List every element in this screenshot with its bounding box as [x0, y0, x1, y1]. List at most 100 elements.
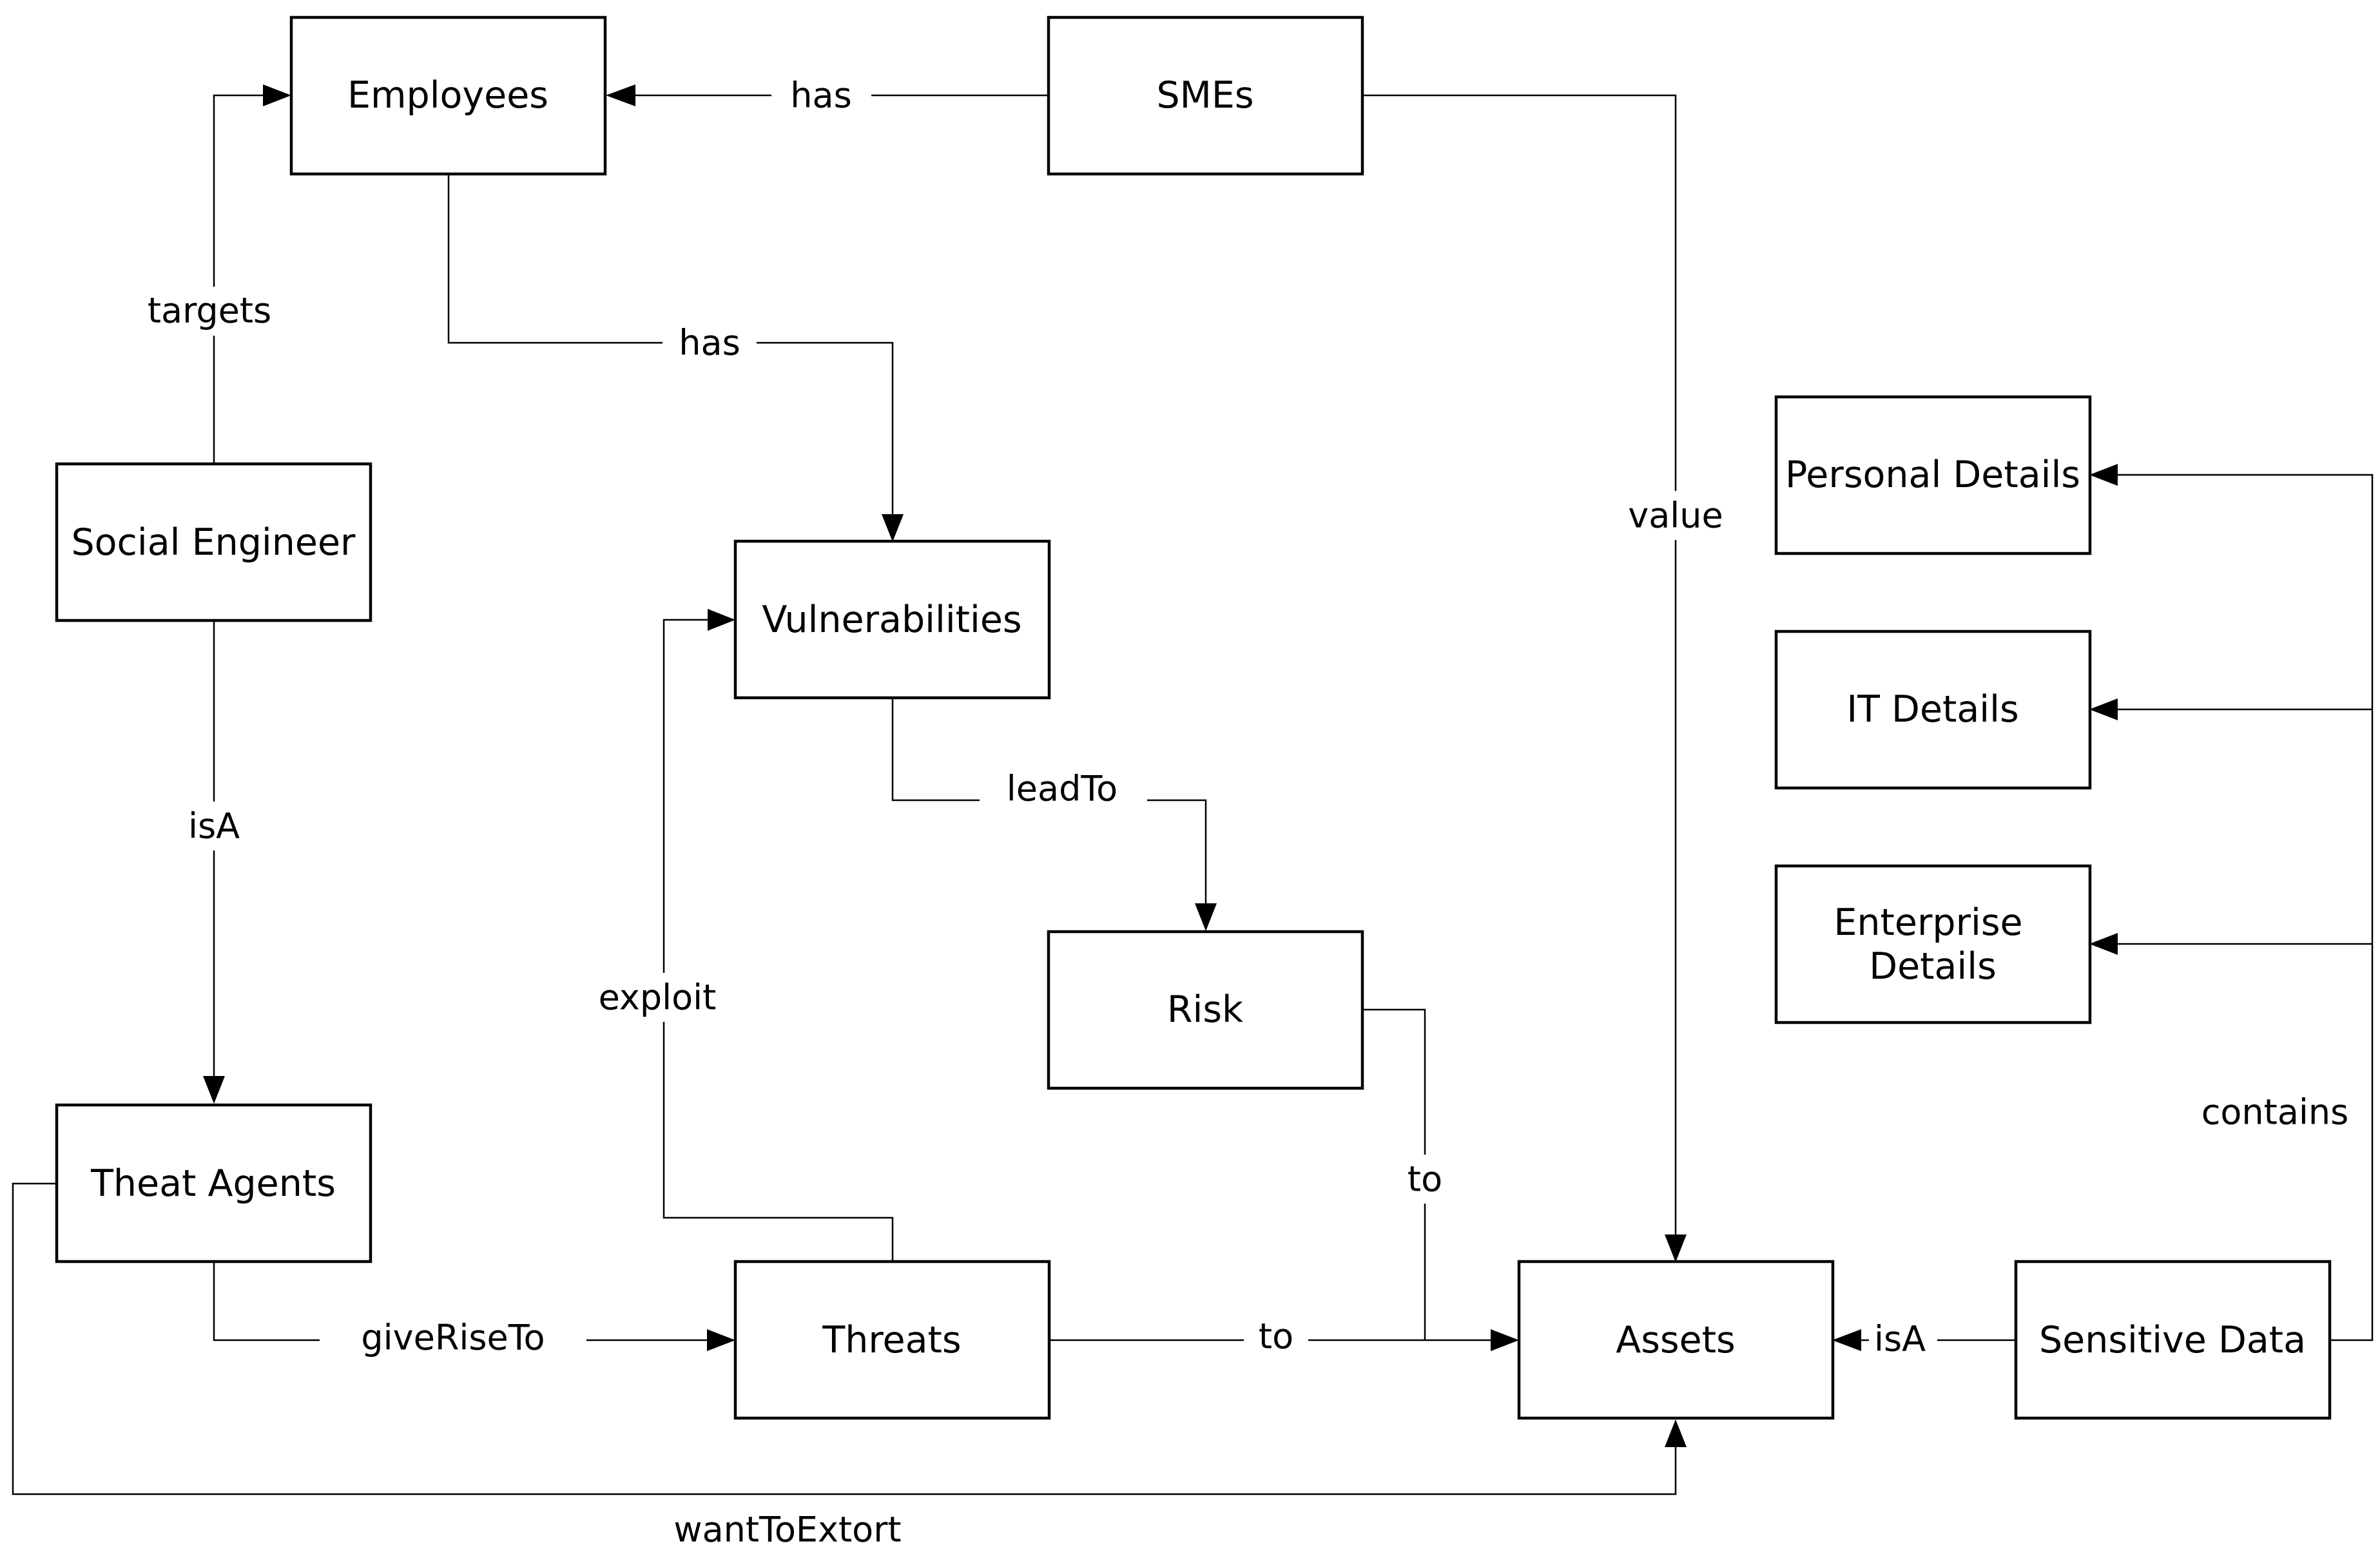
arrowhead-down [1665, 1234, 1687, 1262]
node-employees: Employees [289, 15, 607, 176]
edge-label-text: exploit [599, 977, 717, 1018]
node-label: Social Engineer [72, 521, 356, 564]
edge-sensitive-data-contains-details [2089, 464, 2374, 1341]
edge-label-background [583, 973, 744, 1022]
edge-line [1364, 94, 1677, 1234]
node-box [55, 1103, 372, 1263]
node-box [289, 15, 607, 176]
edge-label-text: value [1628, 495, 1723, 536]
node-enterprise-details: Enterprise Details [1774, 864, 2092, 1024]
node-label: Theat Agents [90, 1162, 336, 1205]
node-vulnerabilities: Vulnerabilities [733, 539, 1051, 700]
edge-label-text: to [1408, 1159, 1442, 1200]
arrowhead-down [1195, 903, 1217, 931]
arrowhead-left [2089, 933, 2118, 955]
edge-label-social-engineer-targets-employees: targets [137, 287, 291, 336]
edge-label-risk-to-assets: to [1393, 1155, 1458, 1204]
edge-label-sensitive-data-isa-assets: isA [1869, 1316, 1937, 1365]
node-box [733, 539, 1051, 700]
edge-label-background [644, 1506, 928, 1553]
edge-label-sensitive-data-contains-details: contains [2201, 1092, 2349, 1133]
edge-line [12, 1182, 1677, 1495]
edge-label-background [663, 319, 757, 368]
node-personal-details: Personal Details [1774, 395, 2092, 555]
node-label: Threats [822, 1319, 961, 1361]
node-label: Personal Details [1785, 454, 2080, 496]
arrowhead-left [1832, 1329, 1861, 1351]
node-smes: SMEs [1047, 15, 1364, 176]
arrowhead-left [606, 84, 635, 106]
node-threat-agents: Theat Agents [55, 1103, 372, 1263]
arrowhead-right [708, 609, 735, 631]
edge-label-background [771, 71, 871, 120]
node-box [1774, 864, 2092, 1024]
node-risk: Risk [1047, 930, 1364, 1090]
edge-label-smes-has-employees: has [771, 71, 871, 120]
edge-label-text: has [679, 323, 740, 363]
edge-label-text: giveRiseTo [361, 1318, 545, 1358]
node-label: SMEs [1156, 74, 1253, 117]
edge-label-background [320, 1314, 586, 1366]
node-box [1047, 15, 1364, 176]
edge-label-text: targets [148, 291, 271, 331]
edge-label-text: leadTo [1007, 769, 1117, 809]
node-label: Employees [347, 74, 548, 117]
edge-label-background [1592, 491, 1759, 540]
arrowhead-down [203, 1076, 225, 1104]
node-social-engineer: Social Engineer [55, 462, 372, 622]
node-box [1774, 395, 2092, 555]
node-label: Sensitive Data [2039, 1319, 2306, 1361]
edge-label-smes-value-assets: value [1592, 491, 1759, 540]
edge-label-text: isA [188, 806, 240, 847]
edge-label-background [169, 802, 259, 850]
edge-social-engineer-isa-threat-agents [203, 620, 225, 1104]
node-label: IT Details [1846, 688, 2018, 731]
node-assets: Assets [1517, 1260, 1835, 1420]
edge-label-employees-has-vulnerabilities: has [663, 319, 757, 368]
arrowhead-right [263, 84, 291, 106]
arrowhead-left [2089, 698, 2118, 720]
edge-label-text: wantToExtort [673, 1510, 901, 1550]
edge-threat-agents-wanttoextort-assets [12, 1182, 1687, 1495]
arrowhead-right [707, 1329, 735, 1351]
node-label-line-1: Enterprise [1833, 901, 2022, 944]
arrowhead-up [1665, 1419, 1687, 1447]
node-box [2014, 1260, 2332, 1420]
node-threats: Threats [733, 1260, 1051, 1420]
edge-threats-exploit-vulnerabilities [663, 609, 894, 1262]
edge-label-background [1393, 1155, 1458, 1204]
edge-smes-value-assets [1364, 94, 1687, 1262]
edge-label-background [1869, 1316, 1937, 1365]
node-box [1517, 1260, 1835, 1420]
edge-label-vulnerabilities-leadto-risk: leadTo [980, 769, 1147, 826]
node-box [1047, 930, 1364, 1090]
node-box [1774, 629, 2092, 790]
edge-label-background [137, 287, 291, 336]
node-sensitive-data: Sensitive Data [2014, 1260, 2332, 1420]
node-box [55, 462, 372, 622]
edge-risk-to-assets [1362, 1008, 1426, 1340]
edge-line [1362, 1008, 1426, 1340]
edge-label-text: to [1259, 1316, 1293, 1357]
arrowhead-down [882, 514, 904, 542]
edge-label-threats-to-assets: to [1244, 1312, 1308, 1363]
edge-label-text: contains [2201, 1092, 2349, 1133]
edge-label-background [1244, 1312, 1308, 1363]
edge-line [663, 619, 894, 1262]
node-label: Assets [1616, 1319, 1736, 1361]
edge-label-threat-agents-wanttoextort-assets: wantToExtort [644, 1506, 928, 1553]
edge-social-engineer-targets-employees [213, 84, 291, 463]
edge-label-background [980, 777, 1147, 826]
edge-line [2118, 474, 2374, 1341]
edge-label-text: isA [1874, 1319, 1926, 1359]
edge-label-threats-exploit-vulnerabilities: exploit [583, 973, 744, 1022]
node-label: Risk [1167, 988, 1243, 1031]
edge-label-text: has [790, 75, 851, 116]
edge-label-social-engineer-isa-threat-agents: isA [169, 802, 259, 850]
arrowhead-right [1491, 1329, 1519, 1351]
node-it-details: IT Details [1774, 629, 2092, 790]
node-label-line-2: Details [1869, 945, 1997, 988]
arrowhead-left [2089, 464, 2118, 486]
